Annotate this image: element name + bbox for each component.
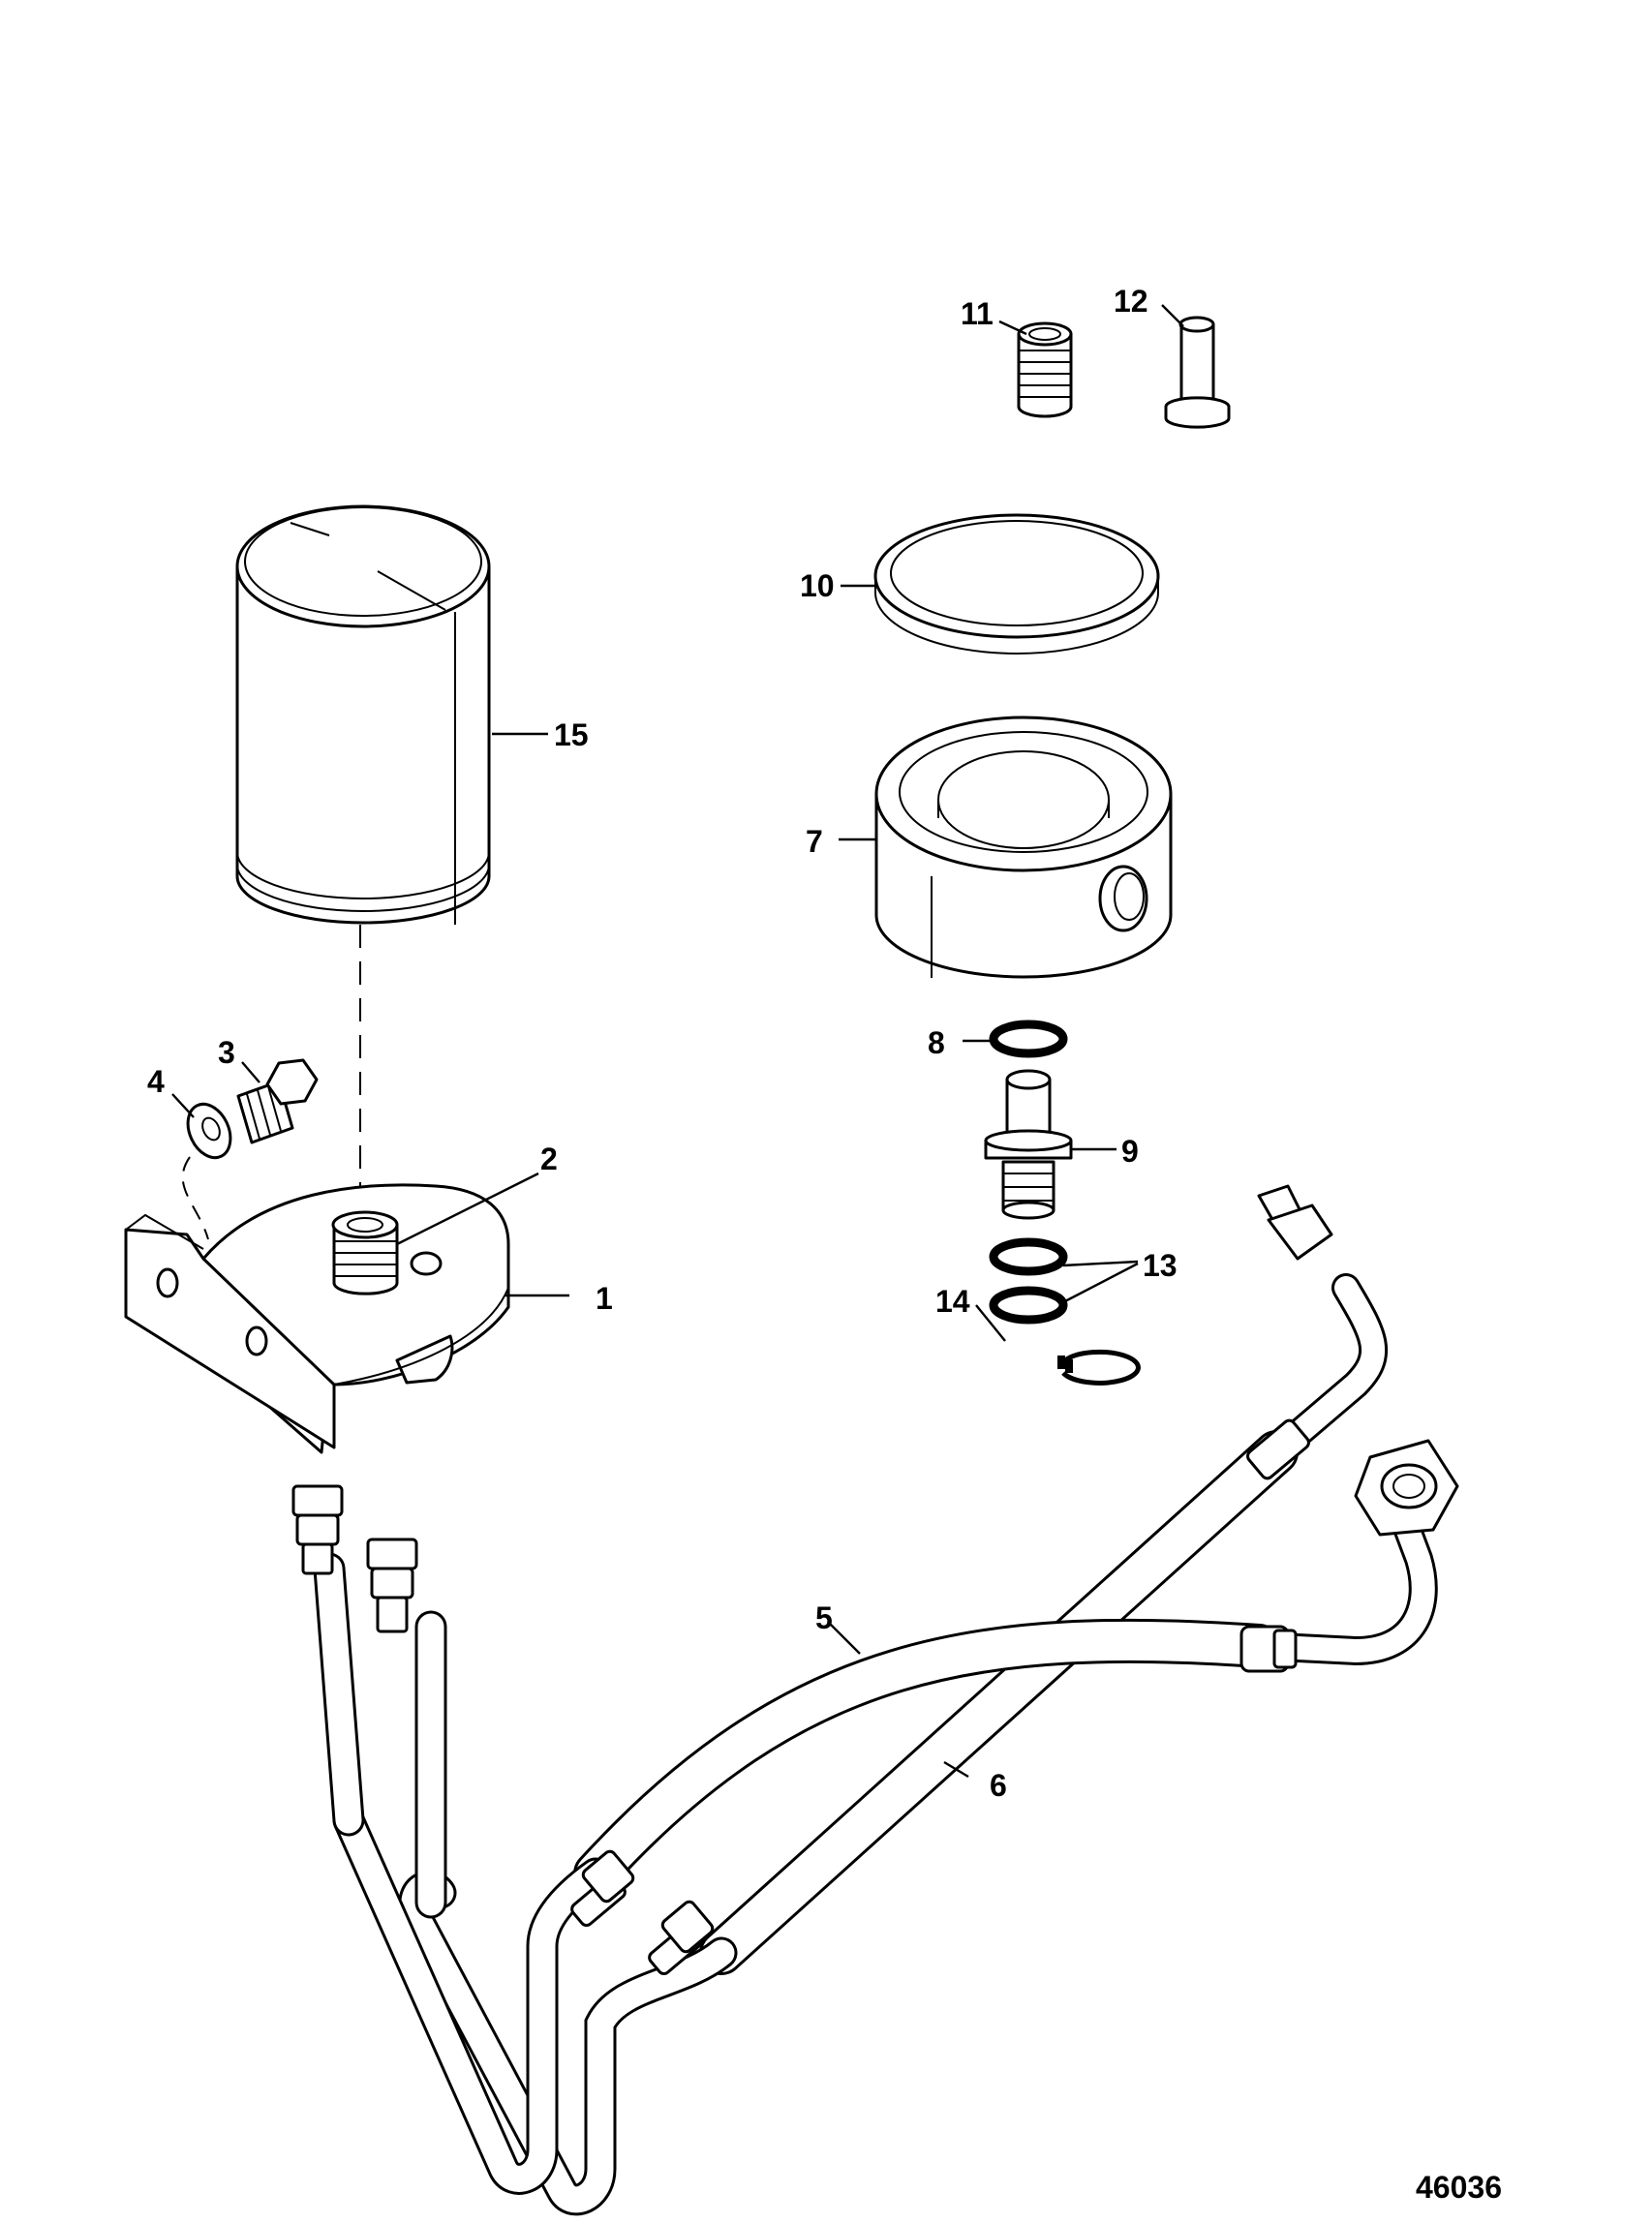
callout-14: 14 [935,1284,970,1319]
bypass-valve [984,1069,1073,1220]
sleeve-tube [1164,316,1231,429]
hose-fittings [291,1184,1459,1976]
filter-adapter [874,716,1173,979]
o-ring-13a [989,1237,1068,1276]
callout-11: 11 [961,296,994,331]
o-ring-upper [989,1020,1068,1058]
callout-labels: 1 2 3 4 5 6 7 8 9 10 11 12 13 14 15 4603… [147,284,1502,2205]
callout-10: 10 [800,568,835,603]
callout-6: 6 [990,1768,1007,1803]
threaded-fitting [331,1210,399,1295]
callout-5: 5 [815,1600,833,1635]
washer [186,1102,232,1160]
callout-9: 9 [1121,1134,1139,1169]
oil-line-5 [313,1506,1438,2195]
leader-lines [171,304,1184,1779]
callout-4: 4 [147,1064,165,1099]
o-ring-13b [989,1286,1068,1325]
alignment-line [181,1156,209,1240]
filter-mounting-bracket [124,1183,510,1454]
snap-ring [1057,1349,1141,1386]
figure-number: 46036 [1416,2170,1502,2205]
callout-15: 15 [554,717,589,752]
callout-12: 12 [1114,284,1148,319]
oil-line-6 [398,1273,1389,2216]
callout-3: 3 [218,1035,235,1070]
callout-2: 2 [540,1142,558,1176]
oil-filter-canister [235,504,491,925]
seal-ring [873,513,1160,655]
callout-1: 1 [596,1281,613,1316]
threaded-nipple [1017,321,1073,418]
callout-13: 13 [1143,1248,1178,1283]
callout-7: 7 [806,824,823,859]
mounting-bolt [236,1058,319,1144]
callout-8: 8 [928,1025,945,1060]
